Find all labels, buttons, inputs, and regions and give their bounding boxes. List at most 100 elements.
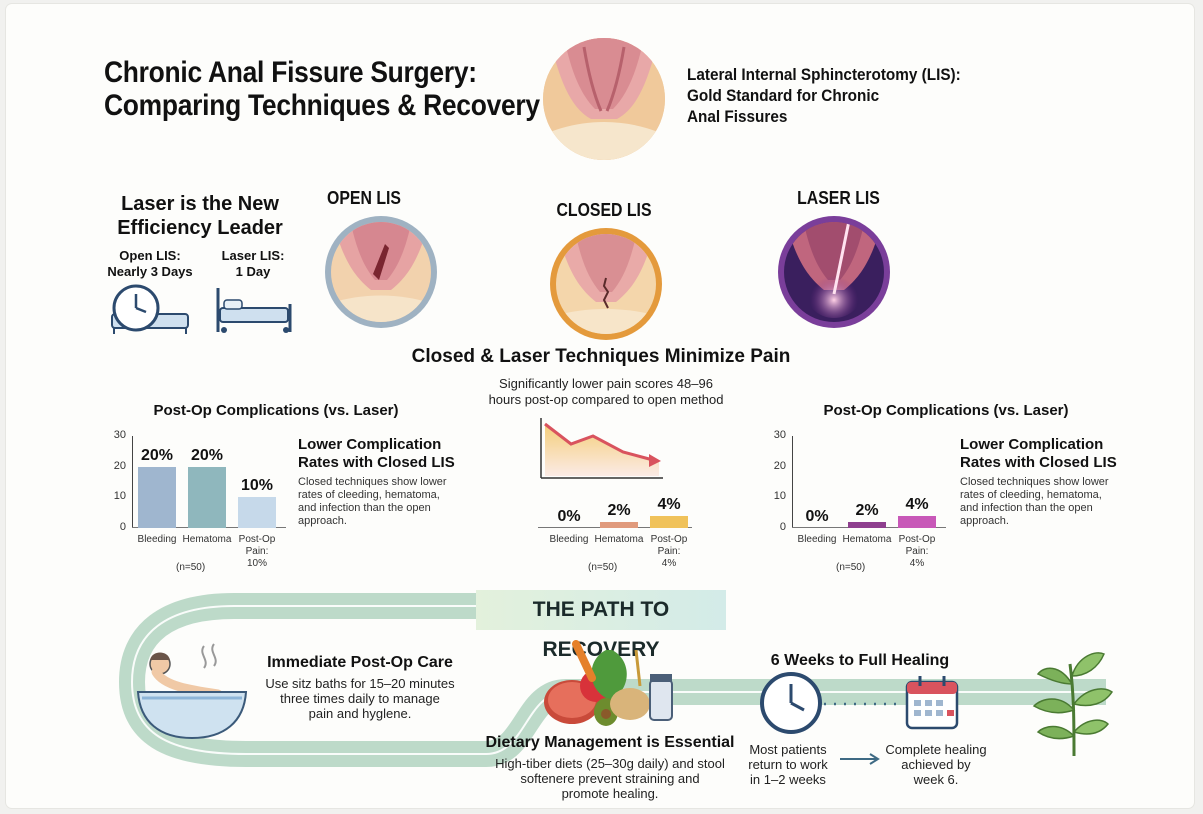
step3-healing-line-1: Complete healing	[885, 742, 987, 757]
step3-return-line-2: return to work	[748, 757, 828, 772]
open-stay-line-1: Open LIS:	[119, 248, 181, 263]
step1-text-line-1: Use sitz baths for 15–20 minutes	[265, 676, 455, 691]
step3-healing-line-2: achieved by	[901, 757, 971, 772]
left-note-heading-line-2: Rates with Closed LIS	[298, 454, 455, 471]
bar-value-label: 20%	[140, 446, 174, 464]
subtitle: Lateral Internal Sphincterotomy (LIS): G…	[687, 64, 961, 127]
right-note-text-line-2: rates of cleeding, hematoma,	[960, 489, 1102, 501]
right-note-heading-line-1: Lower Complication	[960, 436, 1104, 453]
bar	[650, 515, 688, 528]
step2-heading: Dietary Management is Essential	[485, 734, 735, 751]
bar-value-label: 0%	[557, 508, 581, 525]
bar	[188, 466, 226, 528]
right-note-heading-line-2: Rates with Closed LIS	[960, 454, 1117, 471]
left-note-heading: Lower Complication Rates with Closed LIS	[298, 436, 498, 472]
laser-lis-icon	[778, 216, 890, 328]
pain-heading: Closed & Laser Techniques Minimize Pain	[411, 346, 791, 367]
category-label: Hematoma	[842, 534, 892, 545]
pain-trend-graph	[540, 418, 663, 479]
efficiency-heading: Laser is the New Efficiency Leader	[100, 192, 300, 240]
bar-value-label: 10%	[240, 477, 274, 495]
step3-heading: 6 Weeks to Full Healing	[770, 652, 950, 669]
step2-text-line-1: High-tiber diets (25–30g daily) and stoo…	[495, 756, 725, 771]
step3-return-line-1: Most patients	[749, 742, 827, 757]
right-note-text-line-1: Closed techniques show lower	[960, 476, 1109, 488]
sample-size-label: (n=50)	[836, 562, 866, 573]
category-label: Hematoma	[182, 534, 232, 545]
left-chart-title: Post-Op Complications (vs. Laser)	[153, 402, 399, 419]
hospital-bed-icon	[216, 288, 292, 333]
step2-text: High-tiber diets (25–30g daily) and stoo…	[476, 756, 744, 801]
y-tick-label: 30	[113, 429, 126, 441]
y-axis-line	[792, 436, 793, 528]
closed-lis-label: CLOSED LIS	[556, 200, 652, 220]
sample-size-label: (n=50)	[588, 562, 618, 573]
clock-bed-icon	[111, 284, 189, 334]
efficiency-heading-line-1: Laser is the New	[121, 193, 279, 215]
y-tick-label: 10	[773, 490, 786, 503]
category-label: Bleeding	[137, 534, 177, 545]
laser-stay-line-2: 1 Day	[235, 264, 271, 279]
step1-heading: Immediate Post-Op Care	[267, 654, 453, 671]
open-lis-label: OPEN LIS	[327, 188, 401, 208]
step3-healing-line-3: week 6.	[913, 772, 959, 787]
recovery-path	[118, 593, 1106, 767]
category-label: Bleeding	[549, 534, 589, 545]
category-label: Hematoma	[594, 534, 644, 545]
right-note: Lower Complication Rates with Closed LIS…	[960, 436, 1160, 528]
bar	[138, 466, 176, 528]
right-note-text-line-4: approach.	[960, 515, 1009, 527]
bar-value-label: 4%	[905, 495, 929, 513]
pain-text: Significantly lower pain scores 48–96 ho…	[466, 376, 746, 408]
open-stay-label: Open LIS: Nearly 3 Days	[104, 248, 196, 280]
sitz-bath-icon	[136, 643, 248, 740]
bar	[238, 497, 276, 528]
y-tick-label: 30	[773, 429, 786, 441]
laser-lis-label: LASER LIS	[797, 188, 880, 208]
clock-icon	[760, 672, 822, 734]
subtitle-line-3: Anal Fissures	[687, 107, 788, 126]
bar-value-label: 2%	[607, 501, 631, 519]
calendar-icon	[905, 676, 959, 730]
pain-text-line-1: Significantly lower pain scores 48–96	[499, 376, 713, 391]
category-label: Post-Op Pain:10%	[238, 534, 276, 569]
left-note-text-line-1: Closed techniques show lower	[298, 476, 447, 488]
step1-text-line-2: three times daily to manage	[280, 691, 440, 706]
bar	[600, 521, 638, 528]
step1-text-line-3: pain and hyglene.	[308, 706, 412, 721]
left-note: Lower Complication Rates with Closed LIS…	[298, 436, 498, 528]
left-note-heading-line-1: Lower Complication	[298, 436, 442, 453]
bar	[848, 521, 886, 528]
y-tick-label: 10	[113, 490, 126, 503]
subtitle-line-2: Gold Standard for Chronic	[687, 86, 880, 105]
title-line-1: Chronic Anal Fissure Surgery:	[104, 56, 477, 89]
category-label: Post-Op Pain:4%	[898, 534, 936, 569]
y-tick-label: 20	[773, 459, 786, 472]
bar	[898, 515, 936, 528]
title-line-2: Comparing Techniques & Recovery	[104, 89, 540, 122]
step1-text: Use sitz baths for 15–20 minutes three t…	[246, 676, 474, 721]
anatomy-header-icon	[543, 38, 665, 160]
step2-text-line-2: softenere prevent straining and	[520, 771, 700, 786]
left-note-text-line-3: and infection than the open	[298, 502, 431, 514]
y-tick-label: 0	[119, 521, 126, 533]
step3-return-text: Most patients return to work in 1–2 week…	[730, 742, 846, 787]
bar-value-label: 4%	[657, 495, 681, 513]
step3-healing-text: Complete healing achieved by week 6.	[874, 742, 998, 787]
efficiency-heading-line-2: Efficiency Leader	[117, 217, 283, 239]
laser-stay-line-1: Laser LIS:	[221, 248, 285, 263]
subtitle-line-1: Lateral Internal Sphincterotomy (LIS):	[687, 65, 961, 84]
bar-value-label: 0%	[805, 508, 829, 525]
right-note-heading: Lower Complication Rates with Closed LIS	[960, 436, 1160, 472]
right-note-text-line-3: and infection than the open	[960, 502, 1093, 514]
open-stay-line-2: Nearly 3 Days	[107, 264, 193, 279]
right-note-text: Closed techniques show lower rates of cl…	[960, 476, 1160, 528]
category-label: Bleeding	[797, 534, 837, 545]
bar-value-label: 20%	[190, 446, 224, 464]
infographic-page: Chronic Anal Fissure Surgery: Comparing …	[6, 4, 1194, 808]
